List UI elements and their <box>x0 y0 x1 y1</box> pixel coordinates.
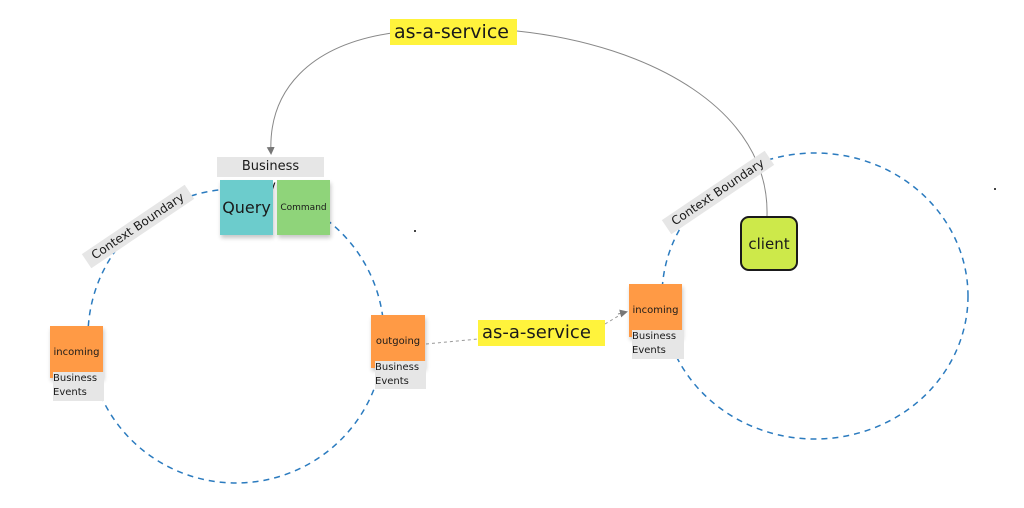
left-incoming-sticky-note[interactable]: incoming <box>50 326 103 378</box>
top-service-to-business-arrow[interactable] <box>266 32 393 155</box>
events-line-2: Events <box>53 387 87 398</box>
outgoing-sticky-note[interactable]: outgoing <box>371 315 425 368</box>
left-business-events-label[interactable]: Business Events <box>53 372 104 401</box>
right-business-events-label[interactable]: Business Events <box>632 330 684 359</box>
middle-as-a-service-label[interactable]: as-a-service <box>478 320 605 346</box>
events-line-1: Business <box>53 373 98 384</box>
top-as-a-service-label[interactable]: as-a-service <box>390 19 517 45</box>
command-sticky-note[interactable]: Command <box>277 180 330 235</box>
business-service-label[interactable]: Business Service <box>217 157 324 194</box>
events-line-1: Business <box>375 362 420 373</box>
events-line-2: Events <box>375 376 409 387</box>
stray-dot <box>414 230 416 232</box>
events-line-1: Business <box>632 331 677 342</box>
client-node[interactable]: client <box>740 216 798 271</box>
stray-dot <box>994 188 996 190</box>
right-incoming-sticky-note[interactable]: incoming <box>629 284 682 337</box>
outgoing-business-events-label[interactable]: Business Events <box>375 361 426 389</box>
top-service-to-client-line[interactable] <box>516 30 768 217</box>
query-sticky-note[interactable]: Query <box>220 180 273 235</box>
events-line-2: Events <box>632 345 666 356</box>
